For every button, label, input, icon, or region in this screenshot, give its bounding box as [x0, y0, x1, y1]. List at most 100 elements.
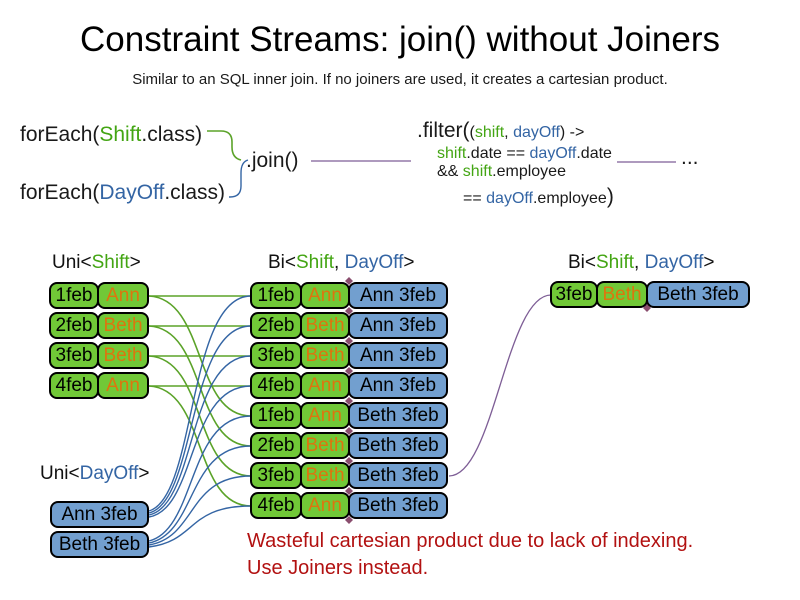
code-filter-line1: .filter((shift, dayOff) ->	[417, 119, 584, 143]
name-cell: Ann	[300, 402, 350, 429]
date-cell: 4feb	[49, 372, 99, 399]
dayoff-pair-line	[148, 415, 252, 542]
result-row: 3feb Beth Beth 3feb	[550, 281, 750, 308]
dayoff-pair-line	[148, 445, 252, 544]
date-cell: 1feb	[49, 282, 99, 309]
code-filter-line2: shift.date == dayOff.date	[437, 145, 612, 163]
code-shift-class: Shift	[99, 123, 142, 146]
label-dayoff: DayOff	[644, 252, 704, 273]
dayoff-pair-line	[148, 505, 252, 548]
code-shift-var: shift	[462, 163, 493, 180]
date-cell: 1feb	[250, 282, 302, 309]
name-cell: Ann	[97, 372, 149, 399]
date-cell: 3feb	[250, 342, 302, 369]
pair-row: 1feb Ann Ann 3feb	[250, 282, 448, 309]
code-text: .date	[576, 145, 612, 162]
page-title: Constraint Streams: join() without Joine…	[80, 20, 720, 59]
date-cell: 1feb	[250, 402, 302, 429]
dayoff-pair-line	[148, 475, 252, 546]
shift-pair-line	[148, 355, 252, 477]
date-cell: 2feb	[250, 312, 302, 339]
name-cell: Ann	[300, 492, 350, 519]
name-cell: Ann	[97, 282, 149, 309]
date-cell: 4feb	[250, 492, 302, 519]
warning-line2: Use Joiners instead.	[247, 557, 429, 579]
brace-green-line	[207, 130, 242, 161]
label-shift: Shift	[91, 252, 130, 273]
dayoff-cell: Beth 3feb	[50, 531, 149, 558]
label-text: >	[138, 463, 150, 484]
code-text: forEach(	[20, 123, 100, 146]
dayoff-cell: Beth 3feb	[348, 432, 448, 459]
shift-row: 2feb Beth	[49, 312, 149, 339]
code-dayoff-class: DayOff	[99, 181, 165, 204]
code-filter-line4: == dayOff.employee)	[463, 185, 614, 209]
code-text: &&	[437, 163, 463, 180]
dayoff-cell: Beth 3feb	[348, 492, 448, 519]
code-text: .date ==	[466, 145, 530, 162]
label-dayoff: DayOff	[79, 463, 139, 484]
dayoff-cell: Beth 3feb	[348, 402, 448, 429]
dayoff-cell: Ann 3feb	[348, 342, 448, 369]
label-text: >	[703, 252, 715, 273]
dayoff-pair-line	[148, 355, 252, 516]
name-cell: Beth	[97, 342, 149, 369]
pair-row: 2feb Beth Ann 3feb	[250, 312, 448, 339]
date-cell: 2feb	[250, 432, 302, 459]
dayoff-cell: Beth 3feb	[646, 281, 750, 308]
code-ellipsis: ...	[681, 146, 699, 169]
warning-text: Wasteful cartesian product due to lack o…	[247, 528, 693, 582]
code-text: forEach(	[20, 181, 100, 204]
code-text: ==	[463, 190, 487, 207]
code-shift-var: shift	[437, 145, 467, 162]
label-text: Bi<	[568, 252, 596, 273]
name-cell: Beth	[300, 342, 350, 369]
dayoff-cell: Ann 3feb	[50, 501, 149, 528]
date-cell: 2feb	[49, 312, 99, 339]
label-bi-mid: Bi<Shift, DayOff>	[268, 252, 414, 274]
code-text: .class)	[164, 181, 226, 204]
label-uni-shift: Uni<Shift>	[52, 252, 141, 274]
code-shift-var: shift	[474, 124, 505, 141]
name-cell: Ann	[300, 372, 350, 399]
code-join: .join()	[246, 149, 299, 172]
code-dayoff-var: dayOff	[529, 145, 577, 162]
code-filter-line3: && shift.employee	[437, 163, 566, 181]
label-text: Uni<	[52, 252, 92, 273]
date-cell: 4feb	[250, 372, 302, 399]
page-subtitle: Similar to an SQL inner join. If no join…	[132, 71, 668, 88]
label-text: Bi<	[268, 252, 296, 273]
label-bi-right: Bi<Shift, DayOff>	[568, 252, 714, 274]
date-cell: 3feb	[49, 342, 99, 369]
code-text: (	[469, 124, 475, 141]
pair-row: 2feb Beth Beth 3feb	[250, 432, 448, 459]
dayoff-cell: Ann 3feb	[348, 372, 448, 399]
label-text: ,	[334, 252, 345, 273]
shift-row: 3feb Beth	[49, 342, 149, 369]
warning-line1: Wasteful cartesian product due to lack o…	[247, 530, 694, 552]
label-text: >	[403, 252, 415, 273]
dayoff-cell: Ann 3feb	[348, 312, 448, 339]
name-cell: Beth	[300, 432, 350, 459]
pair-row: 4feb Ann Beth 3feb	[250, 492, 448, 519]
pair-row: 3feb Beth Beth 3feb	[250, 462, 448, 489]
shift-row: 4feb Ann	[49, 372, 149, 399]
label-dayoff: DayOff	[344, 252, 404, 273]
name-cell: Beth	[97, 312, 149, 339]
code-text: )	[606, 185, 614, 208]
label-text: ,	[634, 252, 645, 273]
code-text: .filter(	[417, 119, 470, 142]
label-text: Uni<	[40, 463, 80, 484]
date-cell: 3feb	[250, 462, 302, 489]
dayoff-cell: Beth 3feb	[348, 462, 448, 489]
code-foreach-dayoff: forEach(DayOff.class)	[20, 181, 225, 205]
dayoff-row: Ann 3feb	[50, 501, 149, 528]
name-cell: Beth	[596, 281, 648, 308]
code-text: .employee	[492, 163, 566, 180]
label-text: >	[129, 252, 141, 273]
code-dayoff-var: dayOff	[513, 124, 560, 141]
dayoff-row: Beth 3feb	[50, 531, 149, 558]
dayoff-pair-line	[148, 385, 252, 518]
shift-pair-line	[148, 295, 252, 417]
